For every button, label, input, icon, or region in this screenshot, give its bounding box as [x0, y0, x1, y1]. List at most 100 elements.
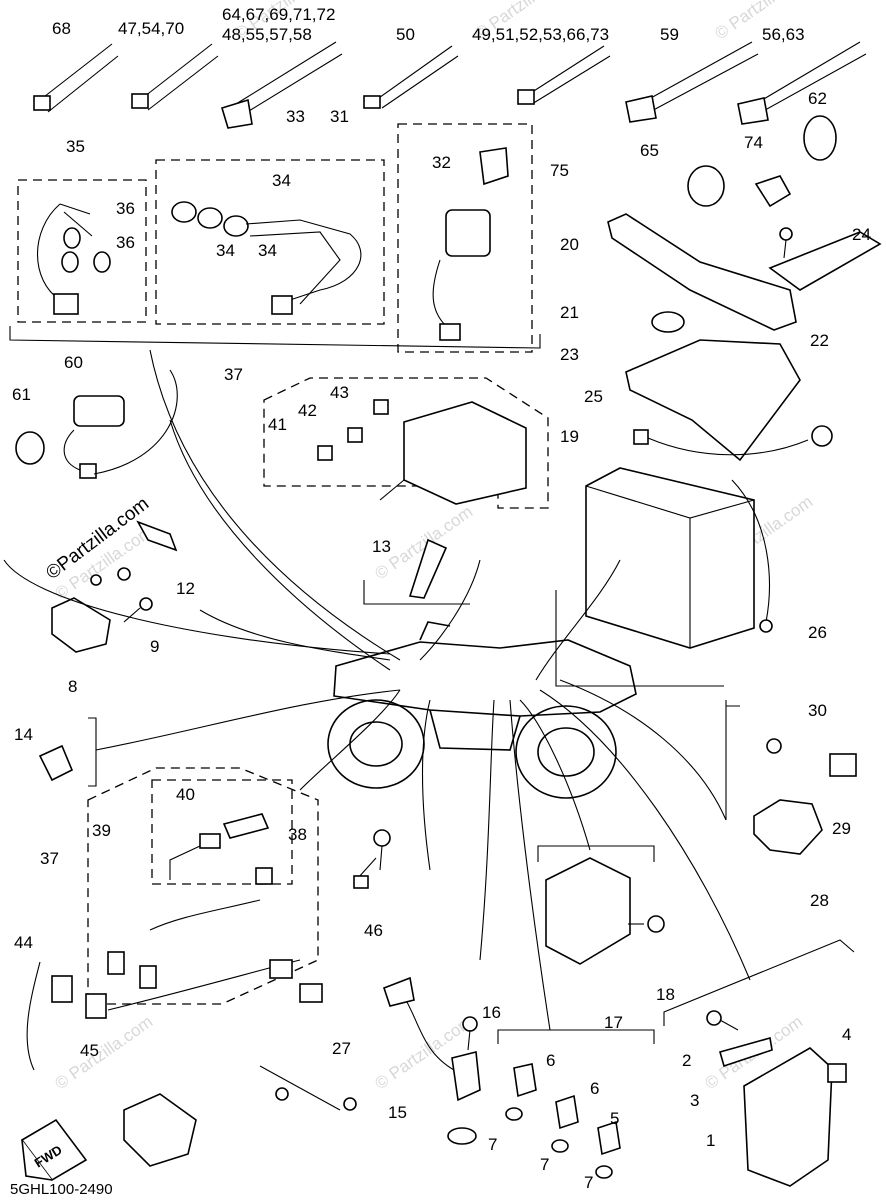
callout-1: 1: [706, 1131, 715, 1150]
switch-5[interactable]: [597, 1120, 621, 1156]
speed-sensor-15[interactable]: [382, 976, 481, 1145]
cable-tie-49[interactable]: [517, 45, 611, 105]
washer-7b[interactable]: [551, 1139, 569, 1153]
harness-44[interactable]: [26, 959, 323, 1071]
switch-46[interactable]: [353, 829, 391, 889]
group-box-37-harness: [87, 767, 319, 1005]
callout-74: 74: [744, 133, 763, 152]
fuse-41[interactable]: [317, 445, 333, 461]
cdi-unit-1[interactable]: [743, 1047, 833, 1187]
cable-tie-59[interactable]: [625, 41, 759, 123]
callout-5: 5: [610, 1109, 619, 1128]
spark-plug-13[interactable]: [408, 538, 448, 599]
callout-44: 44: [14, 933, 33, 952]
ignition-coil-8[interactable]: [51, 597, 111, 653]
callout-45: 45: [80, 1041, 99, 1060]
callout-34: 34: [216, 241, 235, 260]
sensor-14[interactable]: [38, 744, 74, 782]
callout-41: 41: [268, 415, 287, 434]
bolt-30[interactable]: [766, 738, 782, 754]
fuse-42[interactable]: [347, 427, 363, 443]
cable-tie-50[interactable]: [363, 45, 459, 109]
group-box-35: [17, 179, 147, 323]
nut-61[interactable]: [15, 431, 45, 465]
callout-61: 61: [12, 385, 31, 404]
watermark-text: © Partzilla.com: [51, 1012, 156, 1093]
callout-65: 65: [640, 141, 659, 160]
callout-22: 22: [810, 331, 829, 350]
callout-62: 62: [808, 89, 827, 108]
fuse-29[interactable]: [829, 753, 857, 777]
bracket-22[interactable]: [768, 231, 882, 291]
callout-31: 31: [330, 107, 349, 126]
bracket-6: [497, 1029, 655, 1044]
callout-37: 37: [40, 849, 59, 868]
group-box-37-fuse: [263, 377, 549, 509]
bolt-16[interactable]: [462, 1016, 478, 1051]
fuse-box-37[interactable]: [379, 401, 527, 505]
cap-12[interactable]: [136, 520, 178, 552]
callout-23: 23: [560, 345, 579, 364]
connector-38[interactable]: [255, 867, 273, 885]
wire-harness-35[interactable]: [36, 203, 111, 315]
lead-27[interactable]: [259, 1065, 357, 1111]
fuse-43[interactable]: [373, 399, 389, 415]
callout-8: 8: [68, 677, 77, 696]
callout-6: 6: [546, 1051, 555, 1070]
connector-4[interactable]: [827, 1063, 847, 1083]
group-box-33: [155, 159, 385, 325]
bracket-3[interactable]: [719, 1036, 773, 1068]
callout-24: 24: [852, 225, 871, 244]
callout-16: 16: [482, 1003, 501, 1022]
main-switch-31[interactable]: [432, 147, 509, 341]
clip-74[interactable]: [754, 175, 792, 208]
callout-30: 30: [808, 701, 827, 720]
fwd-arrow-icon: FWD: [20, 1118, 88, 1182]
harness-40[interactable]: [169, 813, 270, 880]
bolt-9[interactable]: [123, 597, 153, 623]
battery-band-20[interactable]: [607, 213, 797, 331]
stop-switch-60[interactable]: [63, 395, 125, 479]
callout-47: 47,54,70: [118, 19, 184, 38]
harness-37[interactable]: [107, 899, 261, 989]
switch-6b[interactable]: [555, 1094, 579, 1130]
cable-tie-47[interactable]: [131, 43, 219, 111]
callout-4: 4: [842, 1025, 851, 1044]
cable-tie-56[interactable]: [737, 41, 867, 125]
callout-49: 49,51,52,53,66,73: [472, 25, 609, 44]
atv-vehicle: [327, 621, 637, 799]
lead-25[interactable]: [633, 425, 833, 456]
callout-26: 26: [808, 623, 827, 642]
cable-tie-64[interactable]: [221, 41, 343, 129]
wire-harness-33[interactable]: [171, 201, 362, 315]
cable-tie-68[interactable]: [33, 43, 119, 113]
callout-40: 40: [176, 785, 195, 804]
connector-harness[interactable]: [123, 1093, 197, 1167]
callout-6: 6: [590, 1079, 599, 1098]
callout-19: 19: [560, 427, 579, 446]
bolt-2[interactable]: [706, 1010, 739, 1031]
battery-19[interactable]: [585, 467, 755, 649]
band-65[interactable]: [687, 165, 725, 207]
bolt-24[interactable]: [779, 227, 793, 259]
bracket-1: [663, 939, 855, 1026]
callout-15: 15: [388, 1103, 407, 1122]
washer-7c[interactable]: [595, 1165, 613, 1179]
callout-38: 38: [288, 825, 307, 844]
rectifier-17[interactable]: [545, 857, 631, 965]
callout-34: 34: [258, 241, 277, 260]
lead-26[interactable]: [731, 479, 773, 633]
cap-21[interactable]: [651, 311, 685, 333]
battery-box-23[interactable]: [625, 339, 801, 462]
callout-36: 36: [116, 233, 135, 252]
switch-6a[interactable]: [513, 1063, 537, 1098]
callout-18: 18: [656, 985, 675, 1004]
band-62[interactable]: [803, 115, 837, 161]
bolt-18[interactable]: [628, 915, 665, 933]
washer-nut[interactable]: [90, 567, 131, 586]
callout-20: 20: [560, 235, 579, 254]
washer-7a[interactable]: [505, 1107, 523, 1121]
starter-relay-28[interactable]: [753, 799, 823, 855]
callout-25: 25: [584, 387, 603, 406]
callout-7: 7: [540, 1155, 549, 1174]
